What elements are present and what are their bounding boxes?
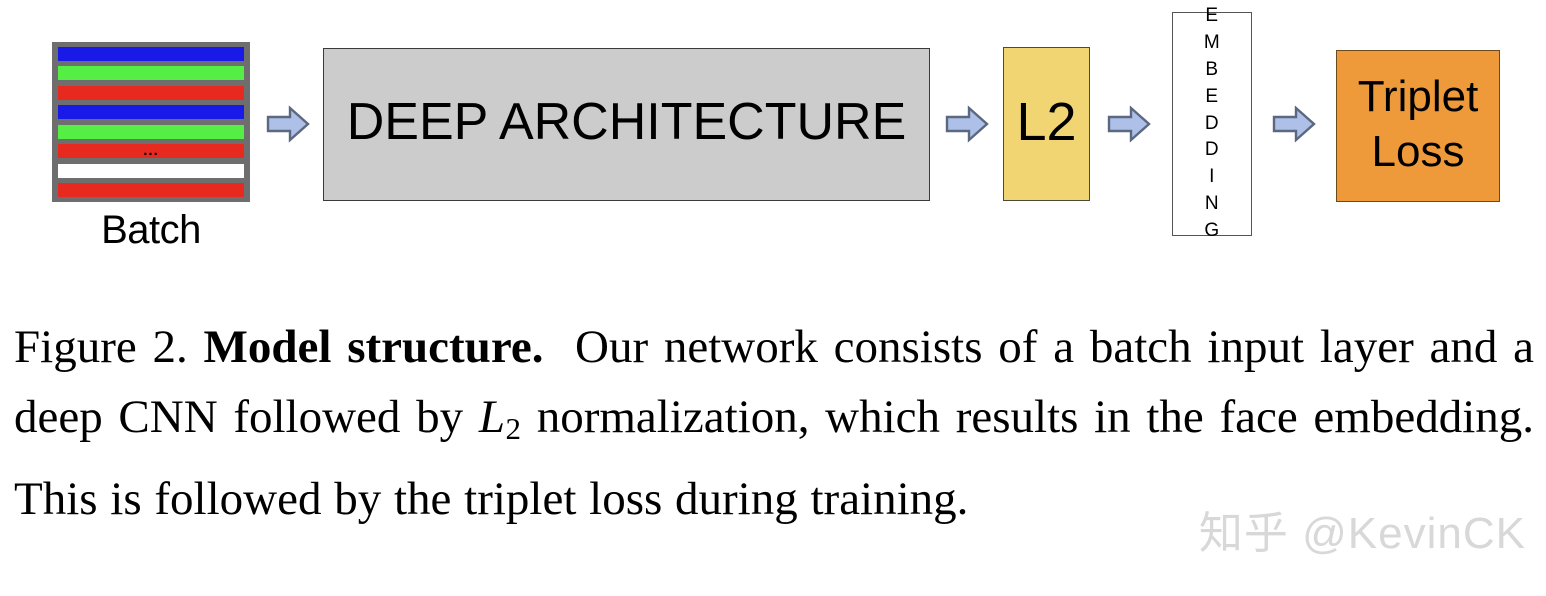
embedding-letter-4: E xyxy=(1205,85,1219,107)
embedding-letter-8: N xyxy=(1204,193,1220,215)
arrow-right-icon-3 xyxy=(1106,101,1152,147)
batch-image-stack: ... xyxy=(52,42,250,202)
batch-stripe-white-1 xyxy=(58,163,244,178)
deep-architecture-box: DEEP ARCHITECTURE xyxy=(323,48,930,201)
arrow-right-icon-4 xyxy=(1271,101,1317,147)
embedding-letter-3: B xyxy=(1205,58,1219,80)
triplet-loss-box: Triplet Loss xyxy=(1336,50,1500,202)
caption-math-l2: L2 xyxy=(478,391,521,446)
batch-label: Batch xyxy=(101,208,201,252)
caption-body-part2: normalization, which results in the face… xyxy=(14,391,1535,525)
embedding-letter-6: D xyxy=(1204,139,1220,161)
embedding-letter-5: D xyxy=(1204,112,1220,134)
figure-diagram: ... Batch DEEP ARCHITECTURE L2 E M xyxy=(52,5,1500,253)
triplet-loss-label: Triplet Loss xyxy=(1358,69,1479,180)
embedding-letter-1: E xyxy=(1205,4,1219,26)
embedding-letter-2: M xyxy=(1203,31,1221,53)
caption-math-sub: 2 xyxy=(505,410,521,446)
batch-ellipsis: ... xyxy=(143,142,159,160)
deep-architecture-label: DEEP ARCHITECTURE xyxy=(346,92,907,151)
batch-stripe-red-1 xyxy=(58,85,244,100)
batch-stripe-green-2 xyxy=(58,124,244,139)
batch-stripe-green-1 xyxy=(58,66,244,81)
arrow-right-icon-1 xyxy=(265,101,311,147)
embedding-box: E M B E D D I N G xyxy=(1172,5,1252,241)
l2-normalization-box: L2 xyxy=(1003,47,1090,201)
arrow-right-icon-2 xyxy=(944,101,990,147)
triplet-loss-line-1: Triplet xyxy=(1357,71,1479,121)
batch-stripe-red-3 xyxy=(58,182,244,197)
triplet-loss-line-2: Loss xyxy=(1371,127,1465,176)
batch-stripe-red-2: ... xyxy=(58,142,244,160)
caption-body-part1: Our network consists of a batch input la… xyxy=(14,321,1535,443)
embedding-letter-9: G xyxy=(1204,220,1220,242)
figure-caption: Figure 2. Model structure. Our network c… xyxy=(14,312,1534,534)
batch-stripe-blue-2 xyxy=(58,105,244,120)
embedding-letter-7: I xyxy=(1209,166,1215,188)
batch-stripe-blue-1 xyxy=(58,47,244,61)
caption-figure-number: Figure 2. xyxy=(14,321,188,373)
l2-label: L2 xyxy=(1016,92,1077,152)
caption-math-var: L xyxy=(478,391,505,443)
batch-input-group: ... Batch xyxy=(52,42,250,253)
embedding-label: E M B E D D I N G xyxy=(1204,3,1220,246)
caption-bold-title: Model structure. xyxy=(203,321,544,373)
